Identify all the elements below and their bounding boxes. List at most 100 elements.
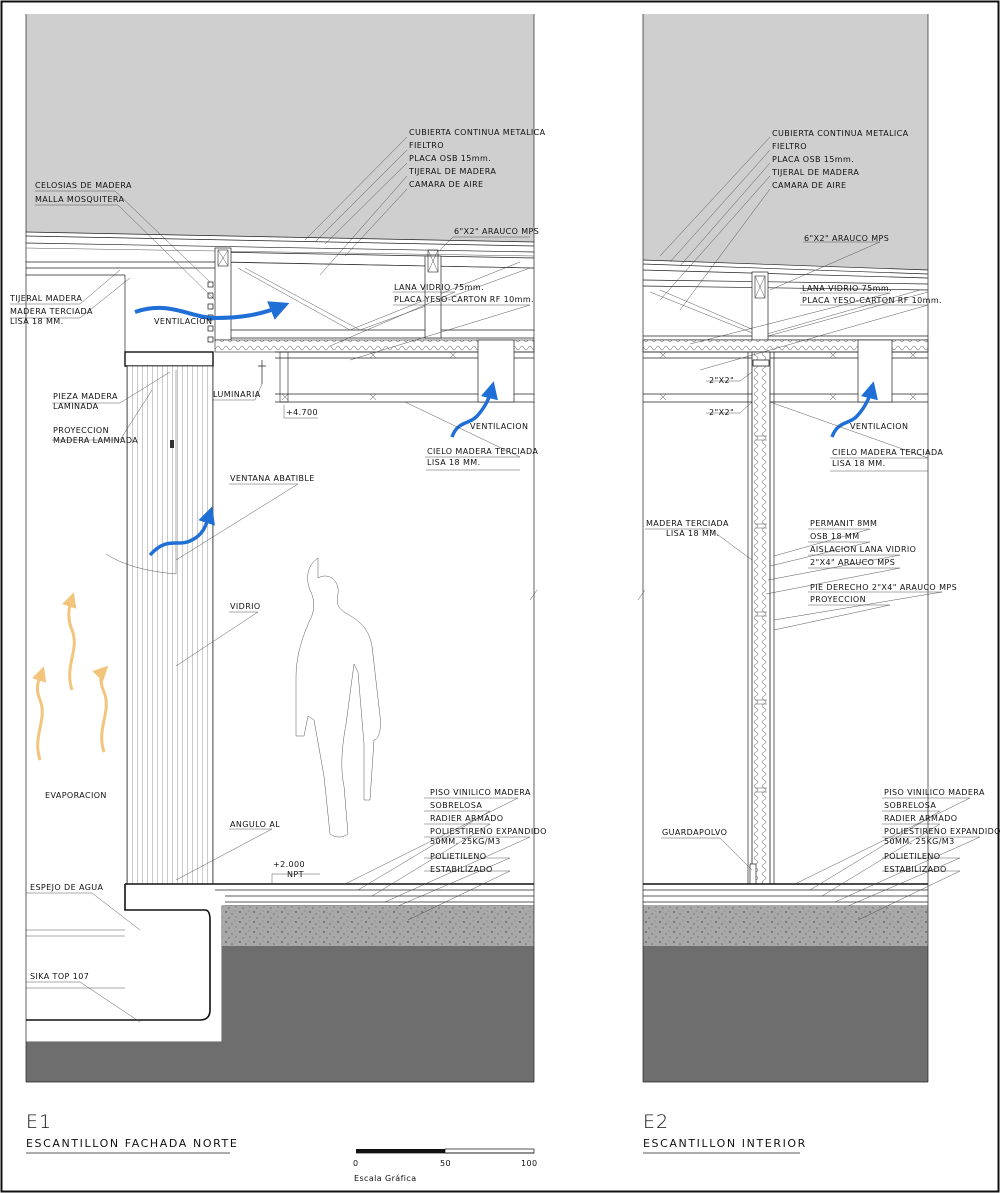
section-code-e1: E1: [26, 1111, 52, 1133]
label-e2-sobrelosa: SOBRELOSA: [884, 801, 936, 810]
label-npt: NPT: [287, 870, 304, 879]
e1-gravel: [222, 906, 534, 946]
label-polietileno: POLIETILENO: [430, 852, 486, 861]
label-e2-fieltro: FIELTRO: [772, 142, 807, 151]
e2-gravel: [643, 906, 928, 946]
label-e2-polietileno: POLIETILENO: [884, 852, 940, 861]
label-madera-terciada-lisa: LISA 18 MM.: [10, 317, 64, 326]
label-placa-yeso: PLACA YESO-CARTON RF 10mm.: [394, 295, 534, 304]
e1-truss: [214, 247, 535, 341]
e1-ventilation-arrow-window: [148, 506, 215, 557]
e1-ventilation-arrow-eave: [134, 301, 290, 321]
label-e2-estabilizado: ESTABILIZADO: [884, 865, 947, 874]
label-celosias: CELOSIAS DE MADERA: [35, 181, 132, 190]
section-code-e2: E2: [643, 1111, 669, 1133]
label-e2-arauco-2x4: 2"X4" ARAUCO MPS: [810, 558, 895, 567]
section-title-e2: ESCANTILLON INTERIOR: [643, 1137, 807, 1150]
label-e2-placa-yeso: PLACA YESO-CARTON RF 10mm.: [802, 296, 942, 305]
label-e2-guardapolvo: GUARDAPOLVO: [662, 828, 727, 837]
label-tijeral-madera: TIJERAL DE MADERA: [408, 167, 496, 176]
e1-glazing: [126, 365, 214, 885]
label-lana-vidrio: LANA VIDRIO 75mm.: [394, 283, 484, 292]
label-e2-radier: RADIER ARMADO: [884, 814, 957, 823]
label-arauco-6x2: 6"X2" ARAUCO MPS: [454, 227, 539, 236]
e1-ventilation-arrow-ceiling: [450, 381, 498, 438]
e1-lintel: [124, 351, 214, 367]
label-e2-pie-derecho: PIE DERECHO 2"X4" ARAUCO MPS: [810, 583, 957, 592]
label-tijeral-madera-left: TIJERAL MADERA: [9, 294, 82, 303]
label-e2-placa-osb: PLACA OSB 15mm.: [772, 155, 854, 164]
label-estabilizado: ESTABILIZADO: [430, 865, 493, 874]
label-poliestireno: POLIESTIRENO EXPANDIDO: [430, 827, 547, 836]
e2-sky: [643, 14, 928, 270]
section-e2: [637, 14, 981, 1083]
label-espejo: ESPEJO DE AGUA: [30, 883, 104, 892]
section-title-e1: ESCANTILLON FACHADA NORTE: [26, 1137, 238, 1150]
label-e2-cubierta: CUBIERTA CONTINUA METALICA: [772, 129, 909, 138]
scale-tick-100: 100: [521, 1159, 537, 1168]
label-e2-poliestireno: POLIESTIRENO EXPANDIDO: [884, 827, 1000, 836]
label-e2-madera-terciada: MADERA TERCIADA: [646, 519, 729, 528]
e1-evaporation-arrow-3: [92, 665, 109, 753]
label-angulo: ANGULO AL: [230, 820, 280, 829]
label-ventilacion-eave: VENTILACION: [154, 317, 212, 326]
e2-ground: [643, 946, 928, 1082]
e2-wall: [751, 351, 771, 885]
e1-person-silhouette: [295, 557, 381, 838]
label-e2-2x2-lower: 2"X2": [709, 408, 734, 417]
label-cielo-madera: CIELO MADERA TERCIADA: [427, 447, 538, 456]
label-proyeccion-madera: MADERA LAMINADA: [53, 436, 138, 445]
e1-annotations: CUBIERTA CONTINUA METALICA FIELTRO PLACA…: [9, 128, 547, 981]
title-block-e2: E2 ESCANTILLON INTERIOR: [643, 1111, 807, 1154]
label-e2-lana-vidrio: LANA VIDRIO 75mm.: [802, 284, 892, 293]
label-malla: MALLA MOSQUITERA: [35, 195, 124, 204]
section-e1: [10, 14, 538, 1083]
e1-ground: [222, 946, 534, 1082]
e2-annotations: CUBIERTA CONTINUA METALICA FIELTRO PLACA…: [646, 129, 1000, 874]
label-luminaria: LUMINARIA: [213, 390, 261, 399]
label-level-2000: +2.000: [273, 860, 305, 869]
label-camara-aire: CAMARA DE AIRE: [409, 180, 484, 189]
label-e2-tijeral: TIJERAL DE MADERA: [771, 168, 859, 177]
label-ventana-abatible: VENTANA ABATIBLE: [230, 474, 315, 483]
e1-evaporation-arrow-1: [32, 666, 47, 761]
label-e2-proyeccion: PROYECCION: [810, 595, 866, 604]
label-cubierta: CUBIERTA CONTINUA METALICA: [409, 128, 546, 137]
label-e2-osb: OSB 18 MM: [810, 532, 860, 541]
e1-evaporation-arrow-2: [62, 592, 77, 691]
label-cielo-lisa: LISA 18 MM.: [427, 458, 481, 467]
e1-leaders: [10, 136, 531, 1023]
label-radier: RADIER ARMADO: [430, 814, 503, 823]
label-e2-camara-aire: CAMARA DE AIRE: [772, 181, 847, 190]
label-proyeccion: PROYECCION: [53, 426, 109, 435]
scale-tick-0: 0: [353, 1159, 359, 1168]
label-sobrelosa: SOBRELOSA: [430, 801, 482, 810]
label-e2-poliestireno-spec: 50MM. 25KG/M3: [884, 837, 955, 846]
scale-label: Escala Gráfica: [354, 1174, 417, 1183]
label-e2-cielo-madera: CIELO MADERA TERCIADA: [832, 448, 943, 457]
e1-sky: [26, 14, 534, 242]
e1-louvers: [207, 281, 214, 343]
label-e2-piso-vinilico: PISO VINILICO MADERA: [884, 788, 985, 797]
scale-tick-50: 50: [440, 1159, 451, 1168]
label-e2-arauco-6x2: 6"X2" ARAUCO MPS: [804, 234, 889, 243]
label-level-4700: +4.700: [286, 408, 318, 417]
title-block-e1: E1 ESCANTILLON FACHADA NORTE: [26, 1111, 238, 1154]
label-ventilacion-ceiling: VENTILACION: [470, 422, 528, 431]
label-e2-aislacion: AISLACION LANA VIDRIO: [810, 545, 916, 554]
label-pieza-laminada: LAMINADA: [53, 402, 99, 411]
label-evaporacion: EVAPORACION: [45, 791, 107, 800]
label-poliestireno-spec: 50MM. 25KG/M3: [430, 837, 501, 846]
label-e2-permanit: PERMANIT 8MM: [810, 519, 877, 528]
e2-ventilation-arrow: [830, 381, 878, 438]
label-vidrio: VIDRIO: [230, 602, 261, 611]
label-fieltro: FIELTRO: [409, 141, 444, 150]
label-e2-madera-terciada-lisa: LISA 18 MM.: [666, 529, 720, 538]
e2-leaders: [645, 136, 981, 921]
label-madera-terciada: MADERA TERCIADA: [10, 307, 93, 316]
label-placa-osb: PLACA OSB 15mm.: [409, 154, 491, 163]
label-pieza-madera: PIEZA MADERA: [53, 392, 118, 401]
label-sika: SIKA TOP 107: [30, 972, 89, 981]
